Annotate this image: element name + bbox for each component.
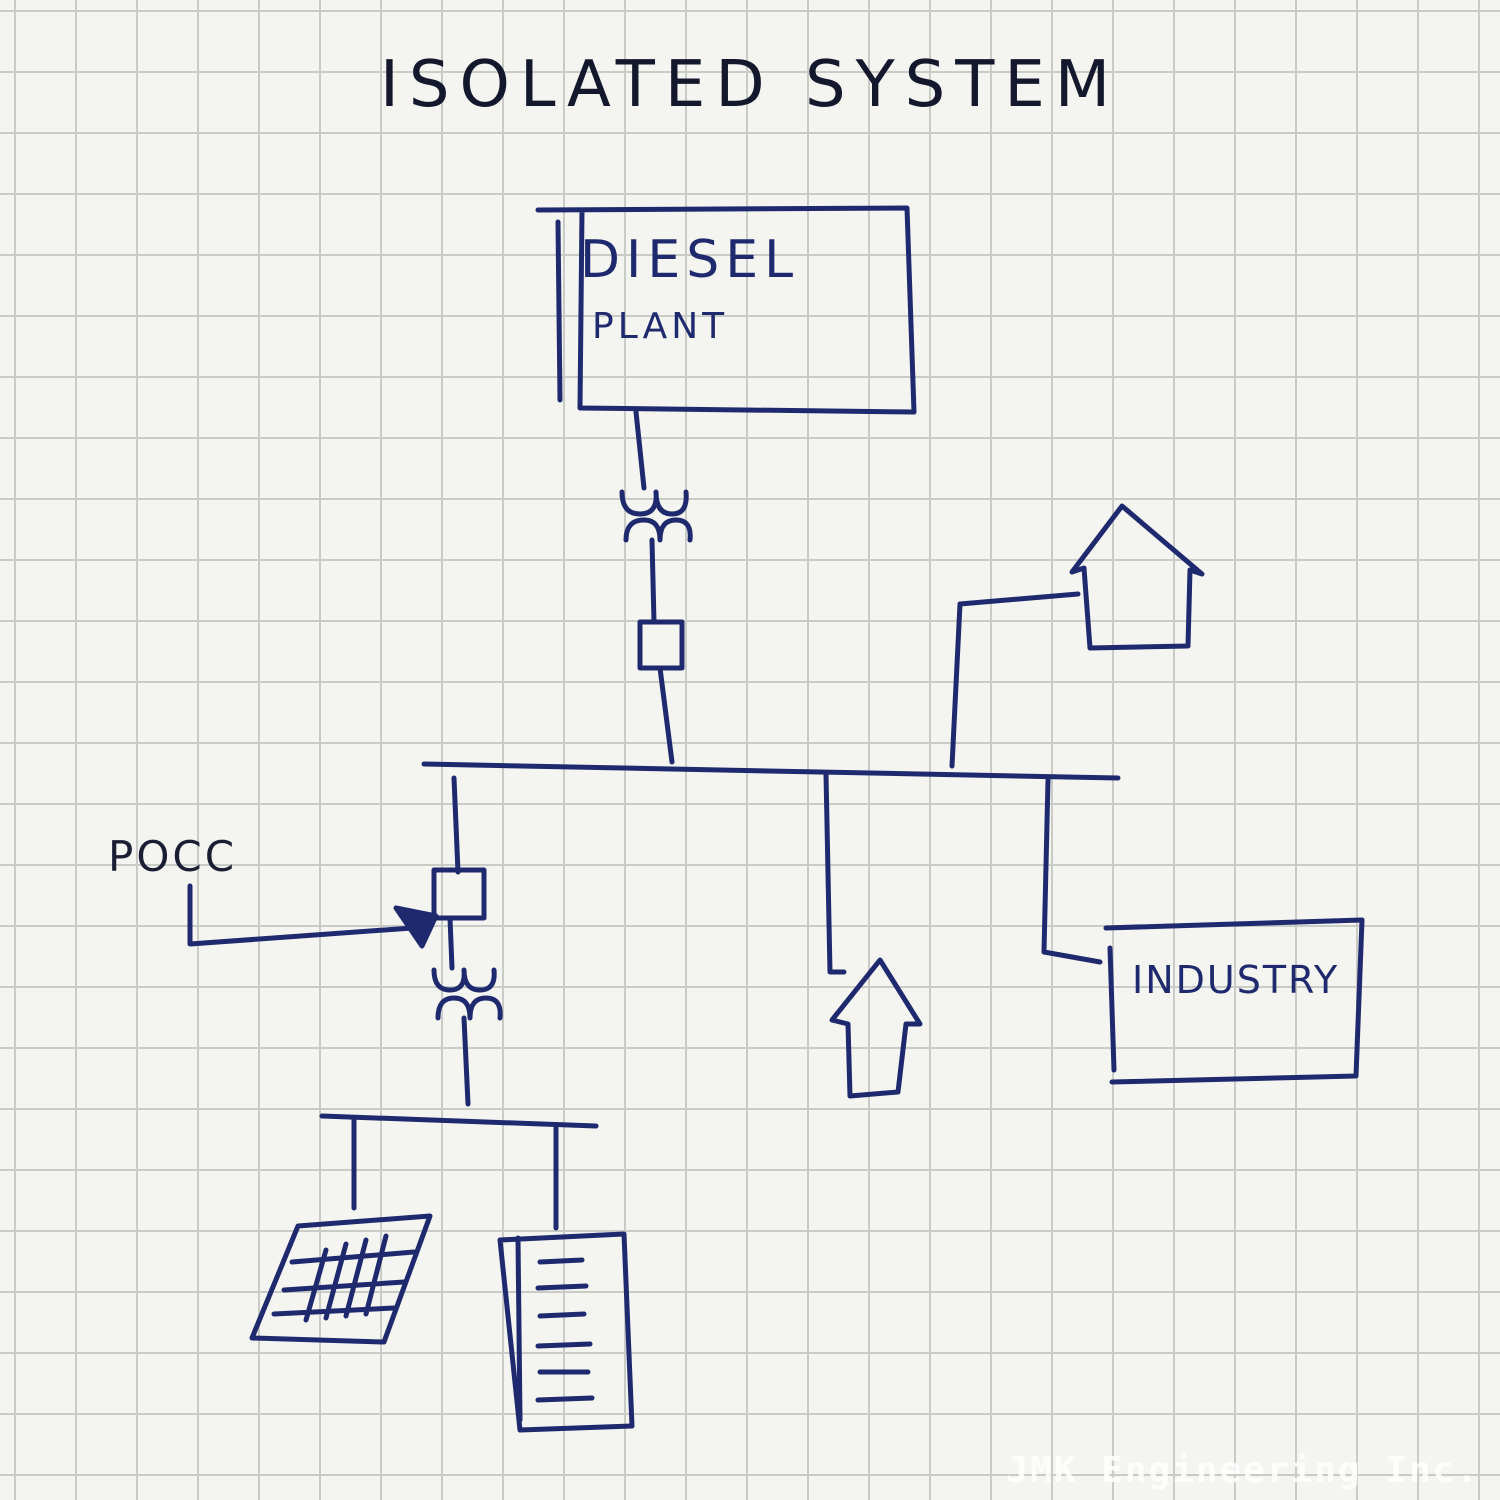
- transformer-icon: [619, 489, 693, 543]
- diesel-plant-label: PLANT: [592, 306, 729, 347]
- pocc-feeder-line: [461, 1015, 471, 1107]
- diesel-plant-box: [535, 205, 917, 415]
- house-feeder-line: [823, 771, 847, 975]
- house-icon: [1069, 503, 1205, 651]
- industry-feeder-line: [1041, 777, 1103, 965]
- battery-icon: [497, 1231, 635, 1433]
- pocc-transformer-icon: [431, 967, 503, 1021]
- house-feeder-line: [949, 591, 1081, 769]
- industry-label: INDUSTRY: [1132, 958, 1340, 1002]
- industry-box: [1103, 917, 1365, 1085]
- pocc-pointer-arrow: [187, 883, 415, 947]
- diagram-title: ISOLATED SYSTEM: [379, 48, 1121, 122]
- diesel-feeder-line: [657, 665, 675, 765]
- solar-panel-icon: [249, 1213, 433, 1345]
- sub-bus: [319, 1113, 599, 1129]
- diesel-feeder-line: [649, 537, 657, 625]
- pocc-feeder-line: [451, 775, 461, 875]
- pocc-breaker-icon: [431, 867, 487, 921]
- solar-panel-grid: [271, 1233, 417, 1323]
- house-icon: [829, 957, 923, 1099]
- pocc-feeder-line: [447, 915, 455, 971]
- watermark: JMK Engineering Inc.: [1006, 1450, 1480, 1491]
- breaker-icon: [637, 619, 685, 671]
- diesel-feeder-line: [633, 409, 647, 491]
- pocc-arrowhead-icon: [393, 905, 439, 949]
- pocc-label: POCC: [108, 832, 238, 881]
- main-bus: [421, 761, 1121, 781]
- diesel-plant-label: DIESEL: [580, 230, 800, 290]
